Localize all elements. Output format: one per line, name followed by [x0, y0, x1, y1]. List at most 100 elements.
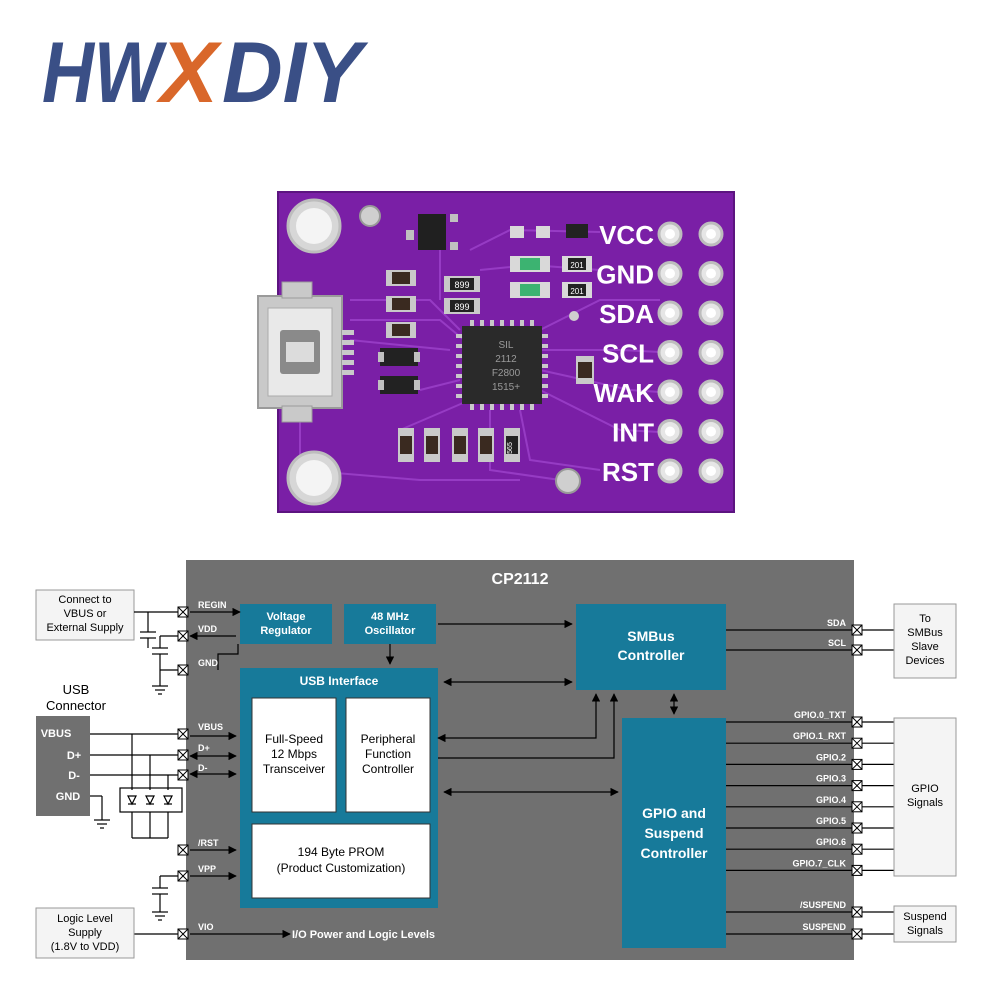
transceiver-label: Full-Speed	[265, 732, 323, 746]
pin-hole	[665, 387, 675, 397]
usb-interface-label: USB Interface	[300, 674, 379, 688]
right-pin-label: SCL	[828, 638, 847, 648]
right-pin-label: GPIO.2	[816, 752, 846, 762]
right-pin-label: GPIO.4	[816, 795, 846, 805]
pin-hole	[665, 426, 675, 437]
voltage-regulator-label: Voltage	[267, 611, 306, 623]
peripheral-label: Function	[365, 747, 411, 761]
transceiver-label: 12 Mbps	[271, 747, 317, 761]
right-pin-label: /SUSPEND	[800, 900, 847, 910]
right-pin-label: GPIO.5	[816, 816, 846, 826]
right-pin-label: GPIO.7_CLK	[792, 858, 846, 868]
right-pin-label: SUSPEND	[802, 922, 846, 932]
component-code: 899	[454, 302, 469, 312]
usb-connector-label: USB	[63, 682, 90, 697]
usb-pin-label: GND	[56, 791, 81, 803]
supply-box-label: External Supply	[46, 622, 124, 634]
supply-box-label: Connect to	[58, 594, 111, 606]
component-code: 565	[507, 442, 514, 454]
internal-connections	[189, 607, 679, 939]
smbus-slaves-label: Devices	[905, 655, 945, 667]
pin-hole	[706, 466, 716, 476]
gpio-label: Suspend	[644, 825, 703, 841]
logo-text-diy: DIY	[222, 30, 368, 110]
left-pin-label: D+	[198, 743, 210, 753]
component-code: 201	[570, 261, 584, 270]
gpio-signals-label: Signals	[907, 797, 944, 809]
logic-level-label: Logic Level	[57, 913, 113, 925]
io-power-label: I/O Power and Logic Levels	[292, 929, 435, 941]
pin-label-int: INT	[612, 418, 654, 448]
right-pin-label: SDA	[827, 618, 847, 628]
voltage-regulator-label: Regulator	[260, 625, 312, 637]
supply-wiring	[134, 611, 178, 695]
pin-hole	[665, 466, 675, 476]
usb-wiring	[90, 733, 183, 935]
micro-usb-connector	[257, 281, 354, 423]
left-pin-label: D-	[198, 763, 208, 773]
pin-hole	[706, 229, 716, 239]
pin-hole	[706, 268, 716, 279]
pin-label-sda: SDA	[599, 299, 654, 329]
smd-components	[378, 214, 594, 462]
component-code: 201	[570, 287, 584, 296]
left-pin-label: VPP	[198, 864, 216, 874]
chip-title: CP2112	[492, 571, 549, 588]
chip-marking: 1515+	[492, 382, 520, 393]
smbus-controller-block	[576, 604, 726, 690]
logic-level-label: Supply	[68, 927, 102, 939]
prom-label: 194 Byte PROM	[298, 845, 385, 859]
left-pin-label: REGIN	[198, 600, 227, 610]
chip-marking: SIL	[498, 340, 513, 351]
usb-connector-box	[36, 716, 90, 816]
peripheral-controller-block	[345, 697, 431, 813]
right-pin-label: GPIO.3	[816, 774, 846, 784]
transceiver-block	[251, 697, 337, 813]
smbus-slaves-label: SMBus	[907, 627, 943, 639]
left-pin-label: VBUS	[198, 722, 223, 732]
cp2112-chip	[456, 320, 548, 410]
suspend-signals-label: Signals	[907, 925, 944, 937]
logo-text-hw: HW	[42, 30, 168, 110]
smbus-label: Controller	[618, 647, 685, 663]
prom-label: (Product Customization)	[277, 861, 406, 875]
oscillator-label: 48 MHz	[371, 611, 409, 623]
oscillator-block	[344, 604, 436, 644]
left-pin-label: /RST	[198, 838, 219, 848]
voltage-regulator-block	[240, 604, 332, 644]
logic-level-box	[35, 907, 135, 959]
brand-logo: HW X DIY	[42, 30, 368, 110]
right-pins: SDA SCL GPIO.0_TXT GPIO.1_RXT GPIO.2GPIO.3GP…	[726, 618, 894, 940]
pin-hole	[665, 229, 675, 239]
right-pin-label: GPIO.6	[816, 837, 846, 847]
pin-hole	[706, 347, 716, 358]
suspend-signals-box	[893, 905, 957, 943]
mounting-holes	[286, 198, 581, 506]
pin-hole	[665, 308, 675, 318]
pin-label-wak: WAK	[593, 378, 654, 408]
gpio-label: Controller	[641, 845, 708, 861]
left-pin-label: VIO	[198, 922, 214, 932]
supply-box-label: VBUS or	[64, 608, 107, 620]
right-pin-label: GPIO.1_RXT	[793, 731, 847, 741]
pin-label-gnd: GND	[596, 260, 654, 290]
logic-level-label: (1.8V to VDD)	[51, 941, 119, 953]
pin-label-rst: RST	[602, 457, 654, 487]
peripheral-label: Peripheral	[361, 732, 416, 746]
suspend-signals-label: Suspend	[903, 911, 946, 923]
logo-text-x: X	[156, 30, 223, 110]
left-pin-label: VDD	[198, 624, 218, 634]
gpio-signals-box	[893, 717, 957, 877]
gpio-controller-block	[622, 718, 726, 948]
pin-hole	[706, 308, 716, 318]
pin-label-vcc: VCC	[599, 220, 654, 250]
oscillator-label: Oscillator	[365, 625, 416, 637]
smbus-label: SMBus	[627, 628, 675, 644]
gpio-label: GPIO and	[642, 805, 706, 821]
chip-marking: 2112	[495, 354, 517, 365]
smbus-slaves-label: Slave	[911, 641, 939, 653]
right-pin-label: GPIO.0_TXT	[794, 710, 847, 720]
